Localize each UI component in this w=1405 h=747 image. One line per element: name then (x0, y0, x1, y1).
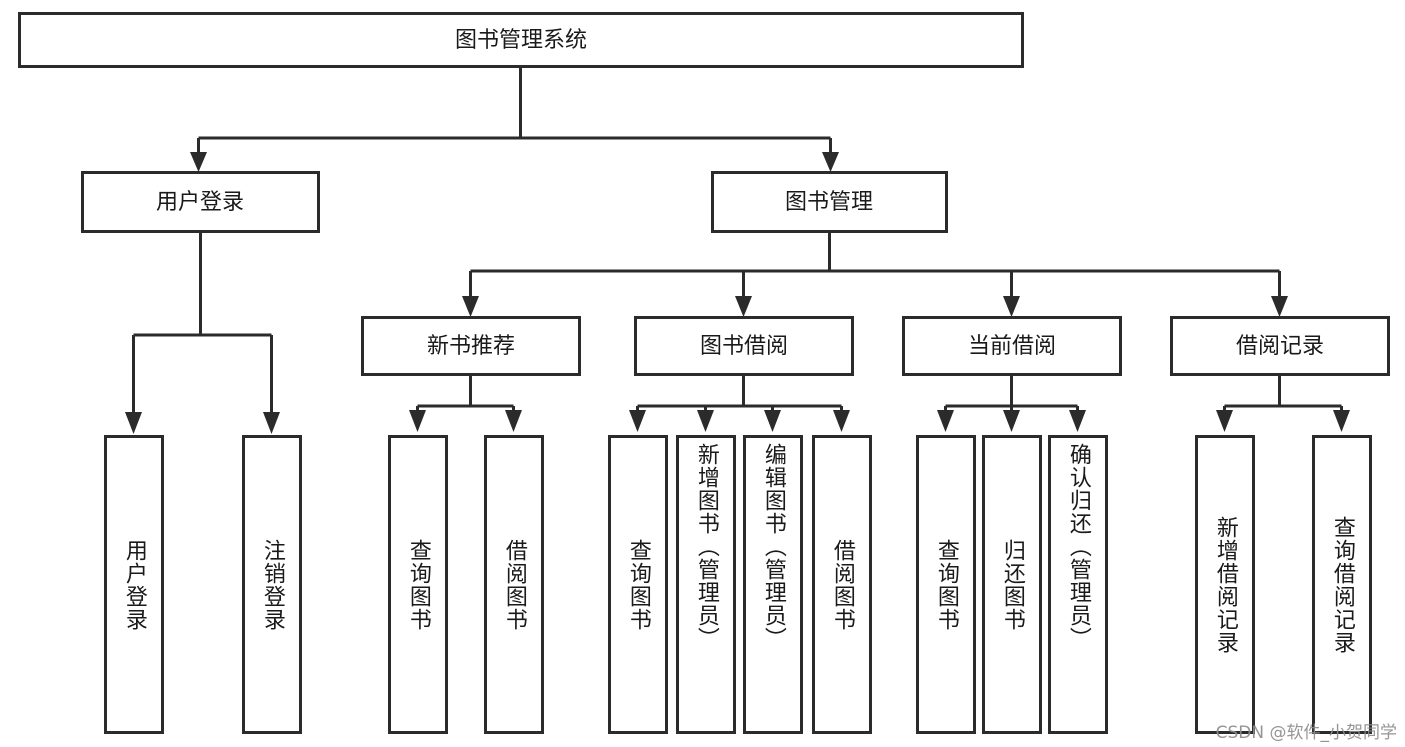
arrow-head-leaf-query-book-1 (409, 410, 426, 432)
node-new-book-recommend-label: 新书推荐 (427, 334, 515, 359)
node-leaf-confirm-return-box[interactable] (1048, 435, 1108, 734)
arrow-head-user-login (190, 152, 207, 172)
arrow-head-borrow-record (1271, 296, 1288, 317)
node-root-box[interactable] (18, 12, 1024, 68)
arrow-head-book-manage (822, 152, 839, 172)
node-layer: 图书管理系统 用户登录 图书管理 新书推荐 图书借阅 当前 (18, 12, 1390, 734)
node-current-borrow[interactable]: 当前借阅 (902, 316, 1122, 376)
arrow-head-book-borrow (735, 296, 752, 317)
arrow-head-leaf-query-book-3 (937, 410, 954, 432)
node-user-login[interactable]: 用户登录 (81, 171, 320, 233)
node-leaf-query-book-2-box[interactable] (608, 435, 668, 734)
arrow-head-leaf-query-book-2 (629, 410, 646, 432)
node-borrow-record-label: 借阅记录 (1236, 334, 1324, 359)
node-leaf-logout-box[interactable] (242, 435, 302, 734)
node-book-borrow[interactable]: 图书借阅 (634, 316, 854, 376)
node-book-borrow-label: 图书借阅 (700, 334, 788, 359)
node-book-manage-box[interactable] (711, 171, 948, 233)
node-leaf-query-book-1-box[interactable] (388, 435, 448, 734)
node-leaf-query-book-3-box[interactable] (916, 435, 976, 734)
arrow-head-leaf-confirm-return (1069, 410, 1086, 432)
node-leaf-query-record-box[interactable] (1312, 435, 1372, 734)
arrow-head-leaf-query-record (1333, 410, 1350, 432)
node-root-label: 图书管理系统 (455, 28, 587, 53)
node-leaf-borrow-book-2-box[interactable] (812, 435, 872, 734)
node-leaf-return-book-box[interactable] (982, 435, 1042, 734)
arrow-head-leaf-borrow-book-1 (505, 410, 522, 432)
edge-layer (125, 67, 1350, 434)
node-leaf-add-book-box[interactable] (676, 435, 736, 734)
arrow-head-leaf-user-login (125, 412, 142, 434)
node-new-book-recommend[interactable]: 新书推荐 (361, 316, 581, 376)
node-current-borrow-box[interactable] (902, 316, 1122, 376)
node-borrow-record[interactable]: 借阅记录 (1170, 316, 1390, 376)
node-leaf-user-login-box[interactable] (104, 435, 164, 734)
node-current-borrow-label: 当前借阅 (968, 334, 1056, 359)
arrow-head-leaf-return-book (1003, 410, 1020, 432)
node-root[interactable]: 图书管理系统 (18, 12, 1024, 68)
arrow-head-leaf-borrow-book-2 (833, 410, 850, 432)
node-leaf-edit-book-box[interactable] (743, 435, 803, 734)
node-book-manage-label: 图书管理 (785, 190, 873, 215)
node-leaf-add-record-box[interactable] (1195, 435, 1255, 734)
node-new-book-recommend-box[interactable] (361, 316, 581, 376)
arrow-head-leaf-add-book (697, 410, 714, 432)
arrow-head-leaf-edit-book (764, 410, 781, 432)
node-book-manage[interactable]: 图书管理 (711, 171, 948, 233)
arrow-head-new-book-recommend (462, 296, 479, 317)
node-leaf-borrow-book-1-box[interactable] (484, 435, 544, 734)
node-user-login-box[interactable] (81, 171, 320, 233)
arrow-head-current-borrow (1003, 296, 1020, 317)
arrow-head-leaf-logout (263, 412, 280, 434)
node-user-login-label: 用户登录 (156, 190, 244, 215)
arrow-head-leaf-add-record (1216, 410, 1233, 432)
node-borrow-record-box[interactable] (1170, 316, 1390, 376)
node-book-borrow-box[interactable] (634, 316, 854, 376)
